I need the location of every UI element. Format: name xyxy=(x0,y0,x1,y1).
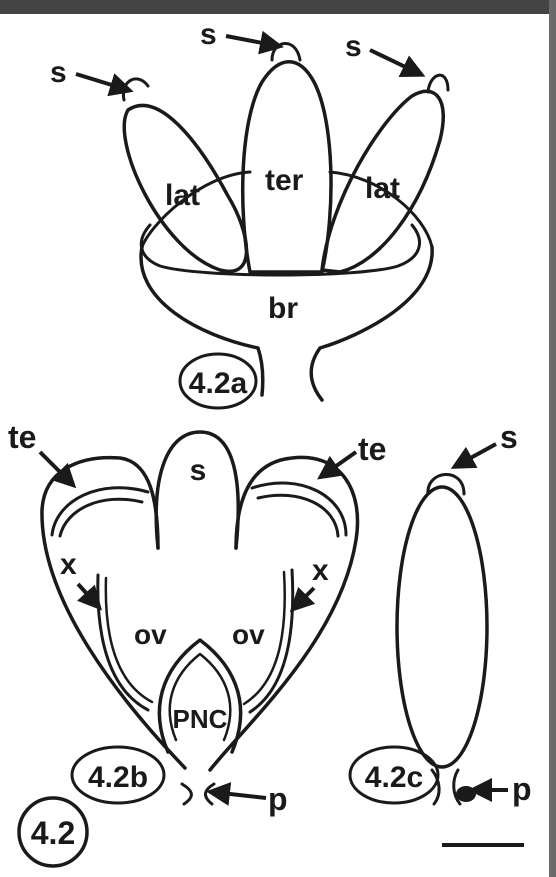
x-left-arrow xyxy=(78,584,98,606)
sporangium-left-arrow xyxy=(76,74,128,90)
figure-label: 4.2 xyxy=(31,815,75,851)
pedicel-c-label: p xyxy=(512,771,532,807)
x-right-label: x xyxy=(312,554,329,587)
x-right-arrow xyxy=(294,588,314,608)
panel-4-2a: lat ter lat br s s s 4.2a xyxy=(50,18,448,408)
sporangium-right xyxy=(428,75,448,92)
pedicel-c-dot xyxy=(456,786,476,802)
pnc-label: PNC xyxy=(173,704,228,734)
frame-top xyxy=(0,0,556,14)
tepal-left-outer xyxy=(52,488,148,535)
sporangium-body xyxy=(397,487,487,767)
panel-b-label: 4.2b xyxy=(88,761,148,794)
ovule-right-label: ov xyxy=(232,619,265,650)
tepal-right-label: te xyxy=(358,431,386,467)
terminal-label: ter xyxy=(265,164,304,197)
sporangium-left-label: s xyxy=(50,56,67,89)
sporangium-right-label: s xyxy=(345,30,362,63)
tepal-left-label: te xyxy=(8,419,36,455)
panel-4-2c: s p 4.2c xyxy=(350,419,532,807)
pedicel-left xyxy=(182,784,191,804)
bract-label: br xyxy=(268,292,298,325)
x-left-label: x xyxy=(60,548,77,581)
sporangium-right-arrow xyxy=(370,50,420,74)
sporangium-mid-label: s xyxy=(200,18,217,51)
sporangium-c-arrow xyxy=(456,444,496,466)
pedicel-b-arrow xyxy=(212,792,266,798)
lateral-left-label: lat xyxy=(165,179,200,212)
tepal-right-outer xyxy=(252,483,346,535)
pedicel-b-label: p xyxy=(268,781,288,817)
frame-right xyxy=(549,0,556,877)
panel-4-2b: PNC s ov ov te te x x p 4.2b xyxy=(8,419,386,817)
lateral-right-label: lat xyxy=(365,172,400,205)
panel-a-label: 4.2a xyxy=(189,367,248,400)
sporangium-c-label: s xyxy=(500,419,518,455)
sporangium-mid-arrow xyxy=(226,36,278,46)
center-label: s xyxy=(190,454,207,487)
ovule-left-label: ov xyxy=(134,619,167,650)
tepal-left-inner xyxy=(60,499,142,536)
tepal-right-inner xyxy=(258,495,338,536)
center-lobe xyxy=(156,432,238,548)
panel-c-label: 4.2c xyxy=(365,761,423,794)
